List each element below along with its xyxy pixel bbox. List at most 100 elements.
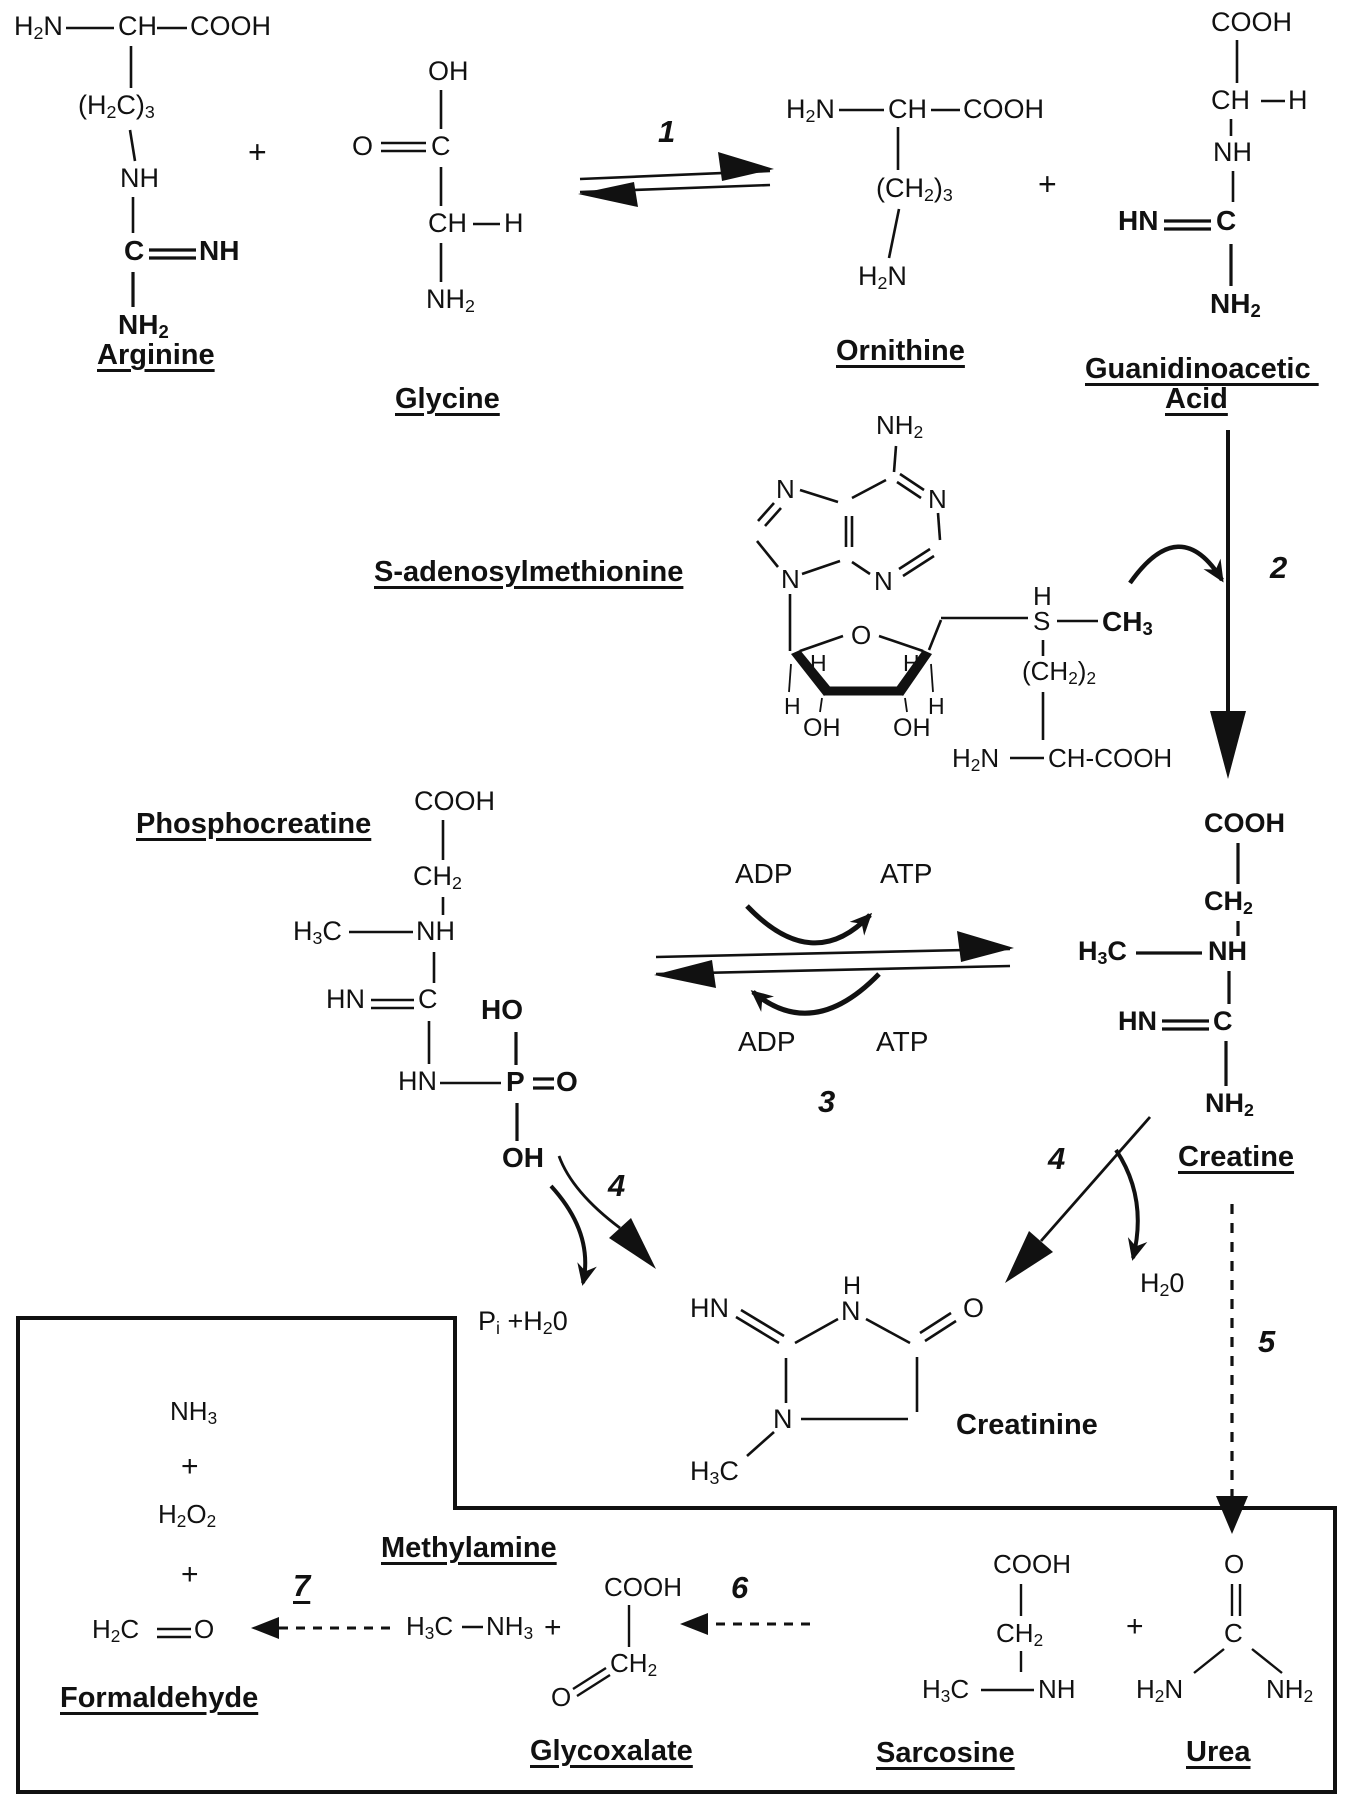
sarcosine-ch2: CH2 [996, 1618, 1044, 1650]
degradation-products-h2o2: H2O2 [158, 1499, 217, 1531]
s-adenosylmethionine-name: S-adenosylmethionine [374, 556, 684, 588]
urea-bonds [1193, 1584, 1283, 1674]
urea-name: Urea [1186, 1736, 1251, 1768]
glycine-h: H [504, 208, 524, 238]
glycine-c: C [431, 131, 451, 161]
degradation-products-nh3: NH3 [170, 1396, 218, 1428]
s-adenosylmethionine-h2n: H2N [952, 743, 1000, 775]
glycoxalate-o: O [551, 1682, 572, 1712]
methionine-chain-bonds [927, 616, 1098, 760]
s-adenosylmethionine-n3: N [874, 566, 893, 596]
guanidinoacetic-acid-nh2: NH2 [1210, 288, 1261, 322]
sarcosine-plus: + [1126, 1610, 1144, 1643]
s-adenosylmethionine-nh2: NH2 [876, 410, 924, 442]
glycoxalate-name: Glycoxalate [530, 1735, 693, 1767]
creatine-name: Creatine [1178, 1141, 1295, 1173]
phosphocreatine-cooh: COOH [414, 786, 495, 816]
reaction-3-adp-top: ADP [735, 858, 793, 889]
reaction-3-arrows [654, 904, 1014, 1016]
creatine-cooh: COOH [1204, 808, 1285, 838]
glycine-oh: OH [428, 56, 469, 86]
ornithine-h2n-top: H2N [786, 94, 835, 126]
degradation-products-plus1: + [181, 1450, 199, 1483]
arginine-nh-imine: NH [199, 235, 240, 266]
arginine-c: C [124, 235, 145, 266]
s-adenosylmethionine-oh-left: OH [803, 714, 841, 742]
reaction-3-num: 3 [818, 1084, 836, 1119]
ribose-ring-bonds [788, 634, 934, 713]
s-adenosylmethionine-s: S [1033, 606, 1051, 636]
guanidinoacetic-acid-bonds [1164, 40, 1285, 286]
ornithine-cooh: COOH [963, 94, 1044, 124]
arginine-plus: + [248, 134, 267, 170]
creatinine-o: O [963, 1293, 985, 1323]
phosphocreatine-ch2: CH2 [413, 861, 462, 893]
s-adenosylmethionine-n1: N [928, 484, 947, 514]
s-adenosylmethionine-ch2x2: (CH2)2 [1022, 656, 1096, 688]
arginine-cooh: COOH [190, 11, 271, 41]
glycine-ch: CH [428, 208, 467, 238]
creatine-hn: HN [1118, 1006, 1157, 1036]
arginine-nh2: NH2 [118, 309, 169, 343]
creatine-h3c: H3C [1078, 936, 1127, 968]
methylamine-name: Methylamine [381, 1532, 557, 1564]
phosphocreatine-o: O [556, 1066, 578, 1097]
ornithine-plus: + [1038, 166, 1057, 202]
phosphocreatine-h3c: H3C [293, 916, 342, 948]
s-adenosylmethionine-h-c4: H [903, 650, 920, 676]
urea-c: C [1224, 1618, 1243, 1648]
creatinine-h-top: H [843, 1272, 862, 1300]
s-adenosylmethionine-ch3: CH3 [1102, 606, 1153, 640]
creatine-nh2: NH2 [1205, 1088, 1254, 1120]
glycine-nh2: NH2 [426, 284, 475, 316]
formaldehyde-bonds [157, 1627, 191, 1639]
reaction-3-atp-top: ATP [880, 858, 933, 889]
reaction-4-left-arrow [549, 1155, 656, 1286]
glycoxalate-bonds [572, 1605, 631, 1698]
ornithine-h2n-bottom: H2N [858, 261, 907, 293]
s-adenosylmethionine-ch-cooh: CH-COOH [1048, 743, 1173, 773]
reaction-1-equilibrium-arrows [578, 152, 774, 207]
arginine-h2n: H2N [14, 11, 63, 43]
arginine-h2c3: (H2C)3 [78, 90, 155, 122]
phosphocreatine-p: P [506, 1066, 525, 1097]
creatinine-hn: HN [690, 1293, 729, 1323]
arginine-name: Arginine [97, 339, 215, 371]
s-adenosylmethionine-h-c1: H [810, 650, 827, 676]
reaction-4-right-h2o: H20 [1140, 1268, 1185, 1300]
guanidinoacetic-acid-nh: NH [1213, 137, 1252, 167]
creatine-c: C [1213, 1006, 1233, 1036]
sarcosine-nh: NH [1038, 1674, 1076, 1704]
ornithine-bonds [839, 108, 960, 259]
phosphocreatine-c: C [418, 984, 438, 1014]
glycoxalate-ch2: CH2 [610, 1648, 658, 1680]
reaction-3-atp-bottom: ATP [876, 1026, 929, 1057]
arginine-nh: NH [120, 163, 159, 193]
reaction-7-dashed-arrow [251, 1617, 390, 1639]
guanidinoacetic-acid-ch: CH [1211, 85, 1250, 115]
reaction-4-left-pi-h2o: Pi +H20 [478, 1306, 568, 1338]
s-adenosylmethionine-h-below-left: H [784, 693, 801, 719]
reaction-5-dashed-arrow [1216, 1204, 1248, 1534]
urea-nh2: NH2 [1266, 1674, 1314, 1706]
creatinine-h3c: H3C [690, 1456, 739, 1488]
reaction-1-num: 1 [658, 114, 676, 149]
arginine-ch: CH [118, 11, 157, 41]
glycine-o: O [352, 131, 374, 161]
glycoxalate-cooh: COOH [604, 1572, 682, 1602]
s-adenosylmethionine-h-below-right: H [928, 693, 945, 719]
sarcosine-h3c: H3C [922, 1674, 970, 1706]
guanidinoacetic-acid-c: C [1216, 205, 1237, 236]
creatinine-name: Creatinine [956, 1409, 1098, 1441]
s-adenosylmethionine-ribose-o: O [851, 620, 872, 650]
sarcosine-name: Sarcosine [876, 1737, 1015, 1769]
ornithine-name: Ornithine [836, 335, 965, 367]
reaction-6-num: 6 [731, 1570, 749, 1605]
guanidinoacetic-acid-h: H [1288, 85, 1308, 115]
methylamine-nh3: NH3 [486, 1611, 534, 1643]
reaction-2-arrow [1128, 430, 1246, 779]
phosphocreatine-bonds [349, 820, 554, 1141]
creatine-ch2: CH2 [1204, 886, 1253, 918]
ornithine-ch: CH [888, 94, 927, 124]
